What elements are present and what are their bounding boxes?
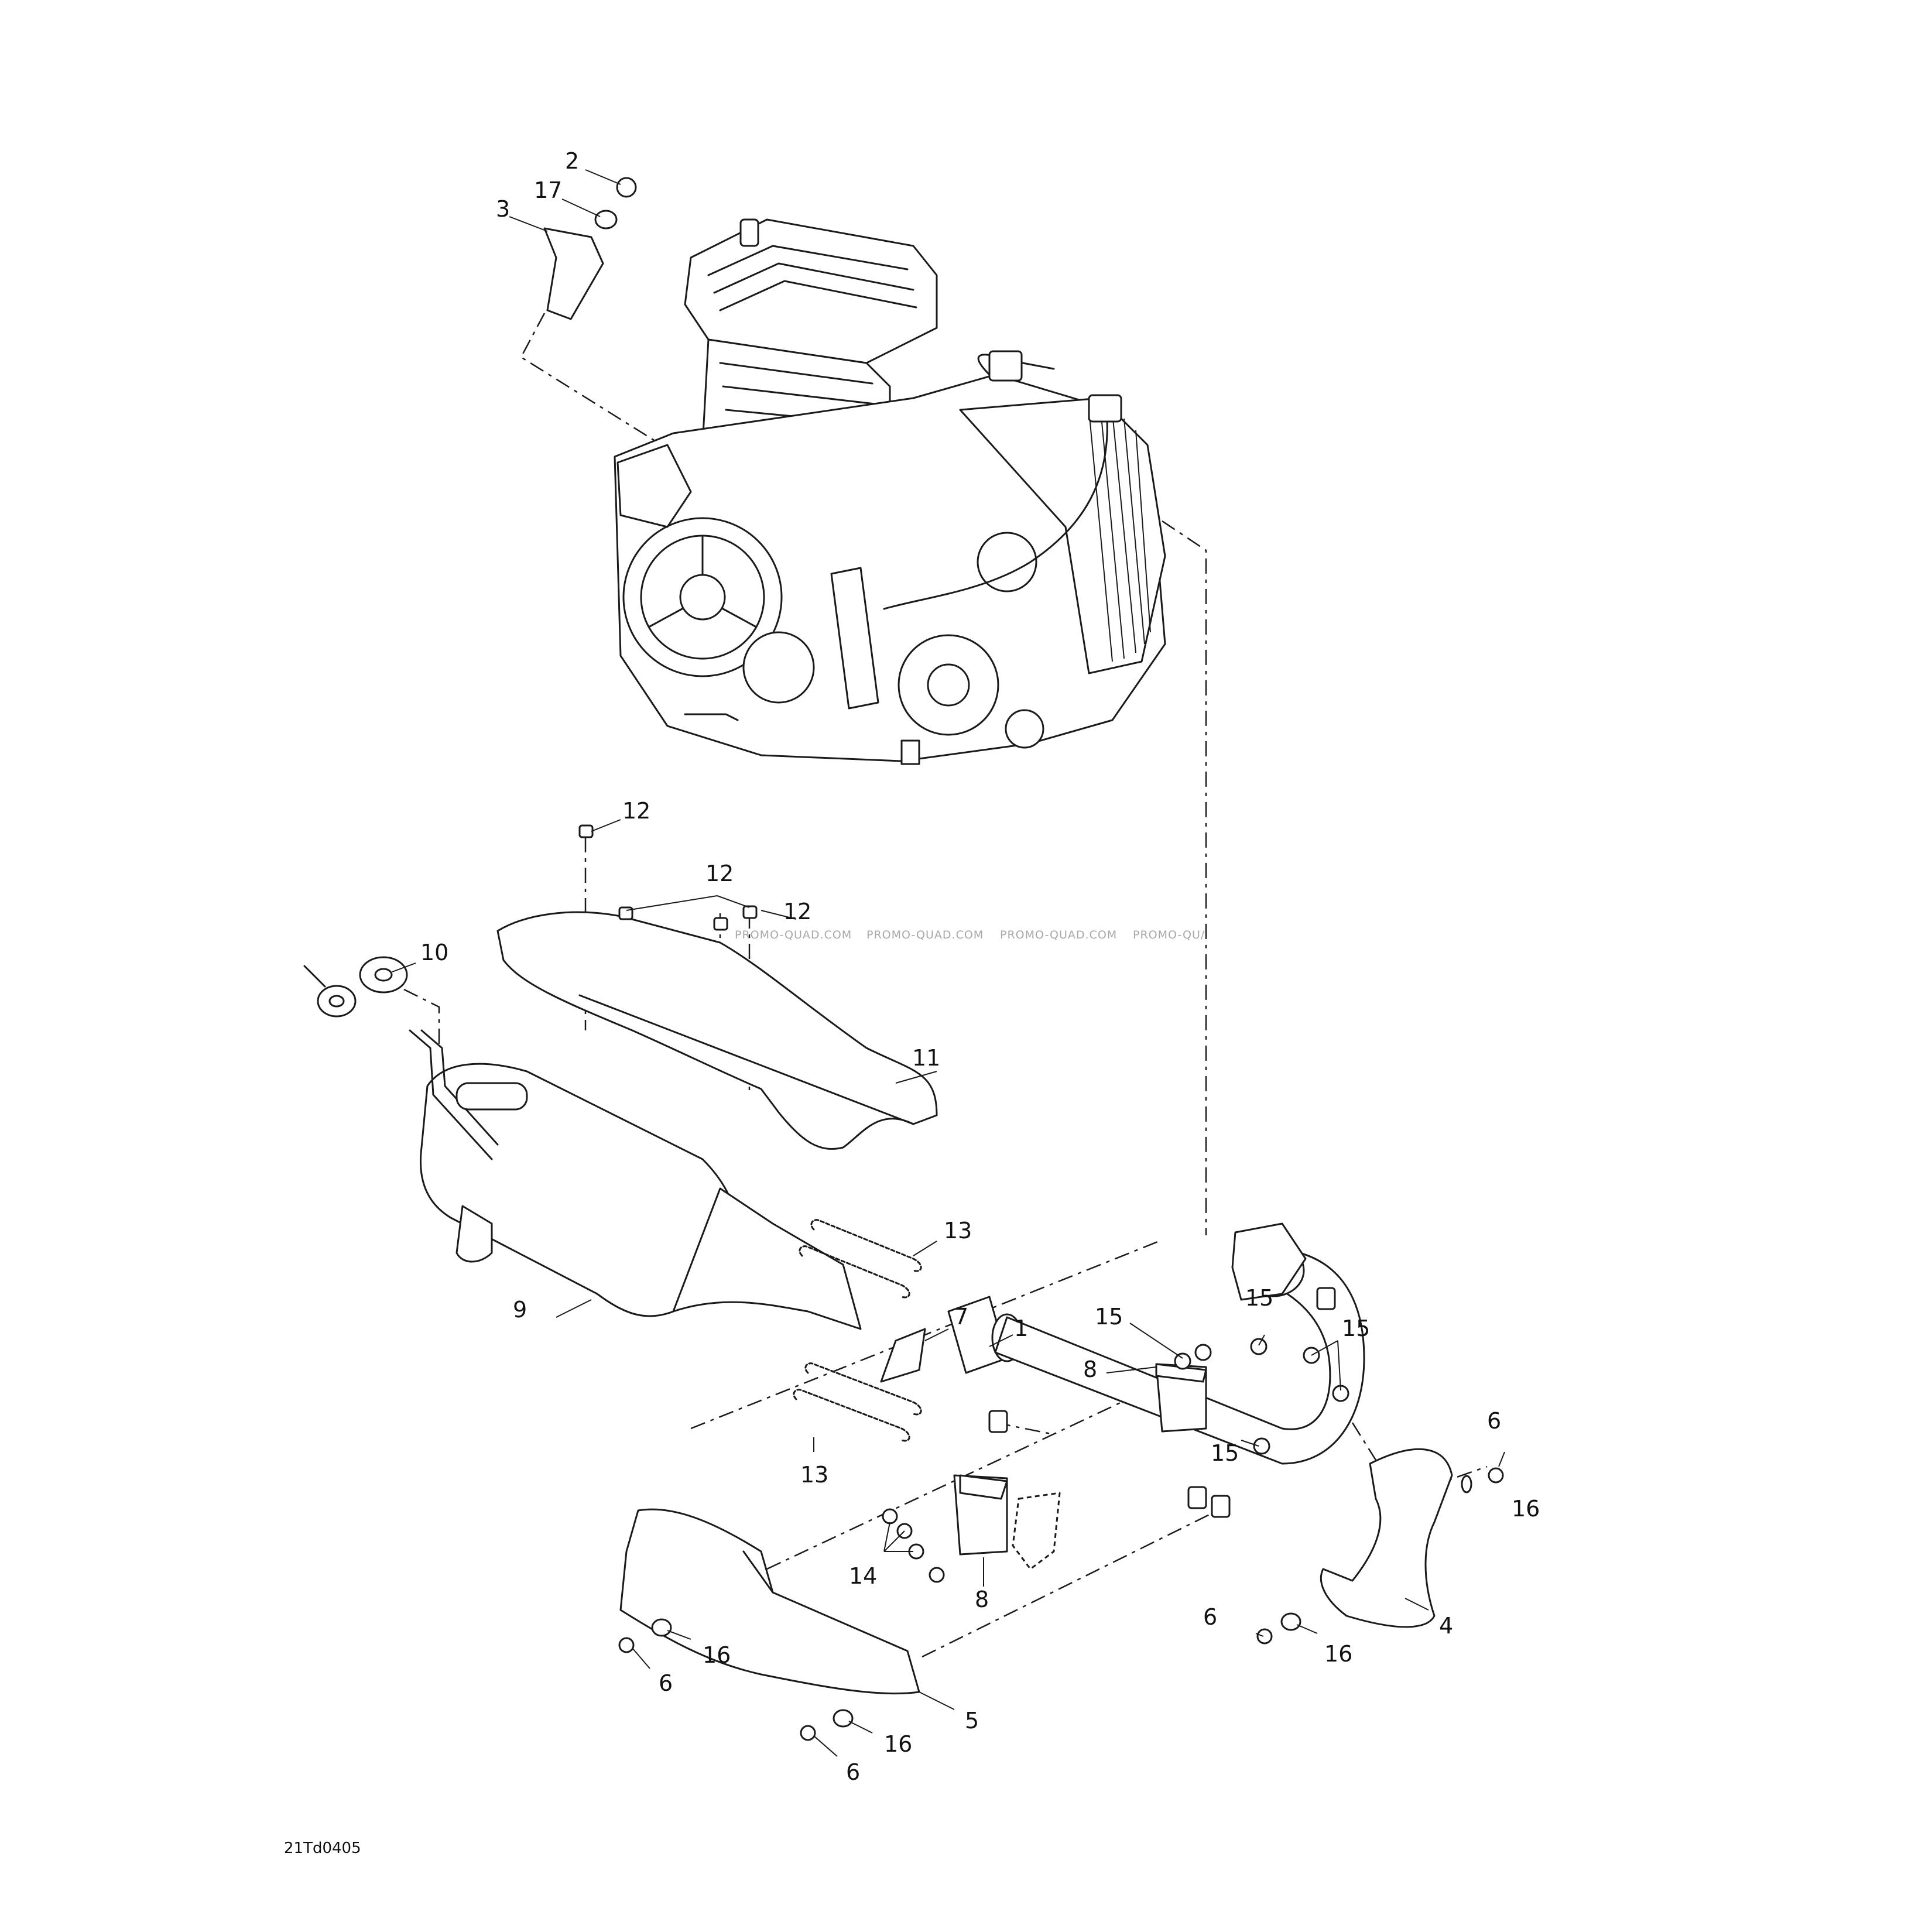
- watermark-strip: PROMO-QUAD.COM PROMO-QUAD.COM PROMO-QUAD…: [735, 929, 1205, 941]
- callout-13-bottom: 13: [800, 1462, 828, 1488]
- callout-12-c: 12: [783, 899, 811, 924]
- callout-6-mid: 6: [1203, 1604, 1217, 1630]
- callout-17: 17: [534, 177, 562, 203]
- rubber-grommets-10: [303, 956, 408, 1018]
- engine-assembly: [614, 218, 1166, 765]
- callout-16-left: 16: [703, 1642, 731, 1668]
- callout-8-upper: 8: [1083, 1356, 1097, 1382]
- watermark-1: PROMO-QUAD.COM: [735, 929, 852, 941]
- heat-shield-5: [619, 1508, 920, 1695]
- callout-5: 5: [965, 1708, 979, 1734]
- callout-13-top: 13: [944, 1218, 972, 1244]
- watermark-2: PROMO-QUAD.COM: [866, 929, 984, 941]
- callout-15-a: 15: [1095, 1304, 1123, 1330]
- callout-15-b: 15: [1245, 1285, 1273, 1311]
- callout-8-lower: 8: [975, 1587, 989, 1612]
- callout-14: 14: [849, 1563, 877, 1589]
- callout-16-mid: 16: [1324, 1641, 1352, 1667]
- callout-16-right: 16: [1512, 1496, 1540, 1522]
- callout-4: 4: [1439, 1613, 1453, 1639]
- callout-6-right: 6: [1487, 1408, 1501, 1434]
- callout-15-c: 15: [1342, 1316, 1370, 1341]
- callout-6-bottom: 6: [846, 1759, 860, 1785]
- callout-2: 2: [565, 148, 579, 174]
- callout-16-bottom: 16: [884, 1731, 912, 1757]
- callout-9: 9: [513, 1297, 527, 1323]
- callout-11: 11: [912, 1045, 940, 1071]
- callout-1: 1: [1014, 1316, 1028, 1341]
- callout-3: 3: [496, 196, 510, 222]
- drawing-code: 21Td0405: [284, 1839, 361, 1857]
- brackets-8: [953, 1363, 1231, 1570]
- muffler-9: [409, 1029, 862, 1330]
- callout-labels: 2 17 3 12 12 12 10 11 13 9 7 1 15 8 15 1…: [420, 148, 1540, 1785]
- callout-12-a: 12: [622, 798, 650, 824]
- heat-shield-11: [496, 911, 938, 1150]
- callout-15-d: 15: [1211, 1440, 1239, 1466]
- callout-10: 10: [420, 940, 448, 965]
- callout-12-b: 12: [705, 861, 734, 886]
- springs-13: [793, 1219, 922, 1442]
- callout-7: 7: [954, 1304, 968, 1330]
- hardware: [543, 177, 1504, 1741]
- callout-6-left: 6: [659, 1670, 673, 1696]
- watermark-4: PROMO-QU/: [1133, 929, 1205, 941]
- watermark-3: PROMO-QUAD.COM: [1000, 929, 1117, 941]
- heat-shield-4: [1320, 1448, 1453, 1628]
- leader-lines: [392, 169, 1505, 1757]
